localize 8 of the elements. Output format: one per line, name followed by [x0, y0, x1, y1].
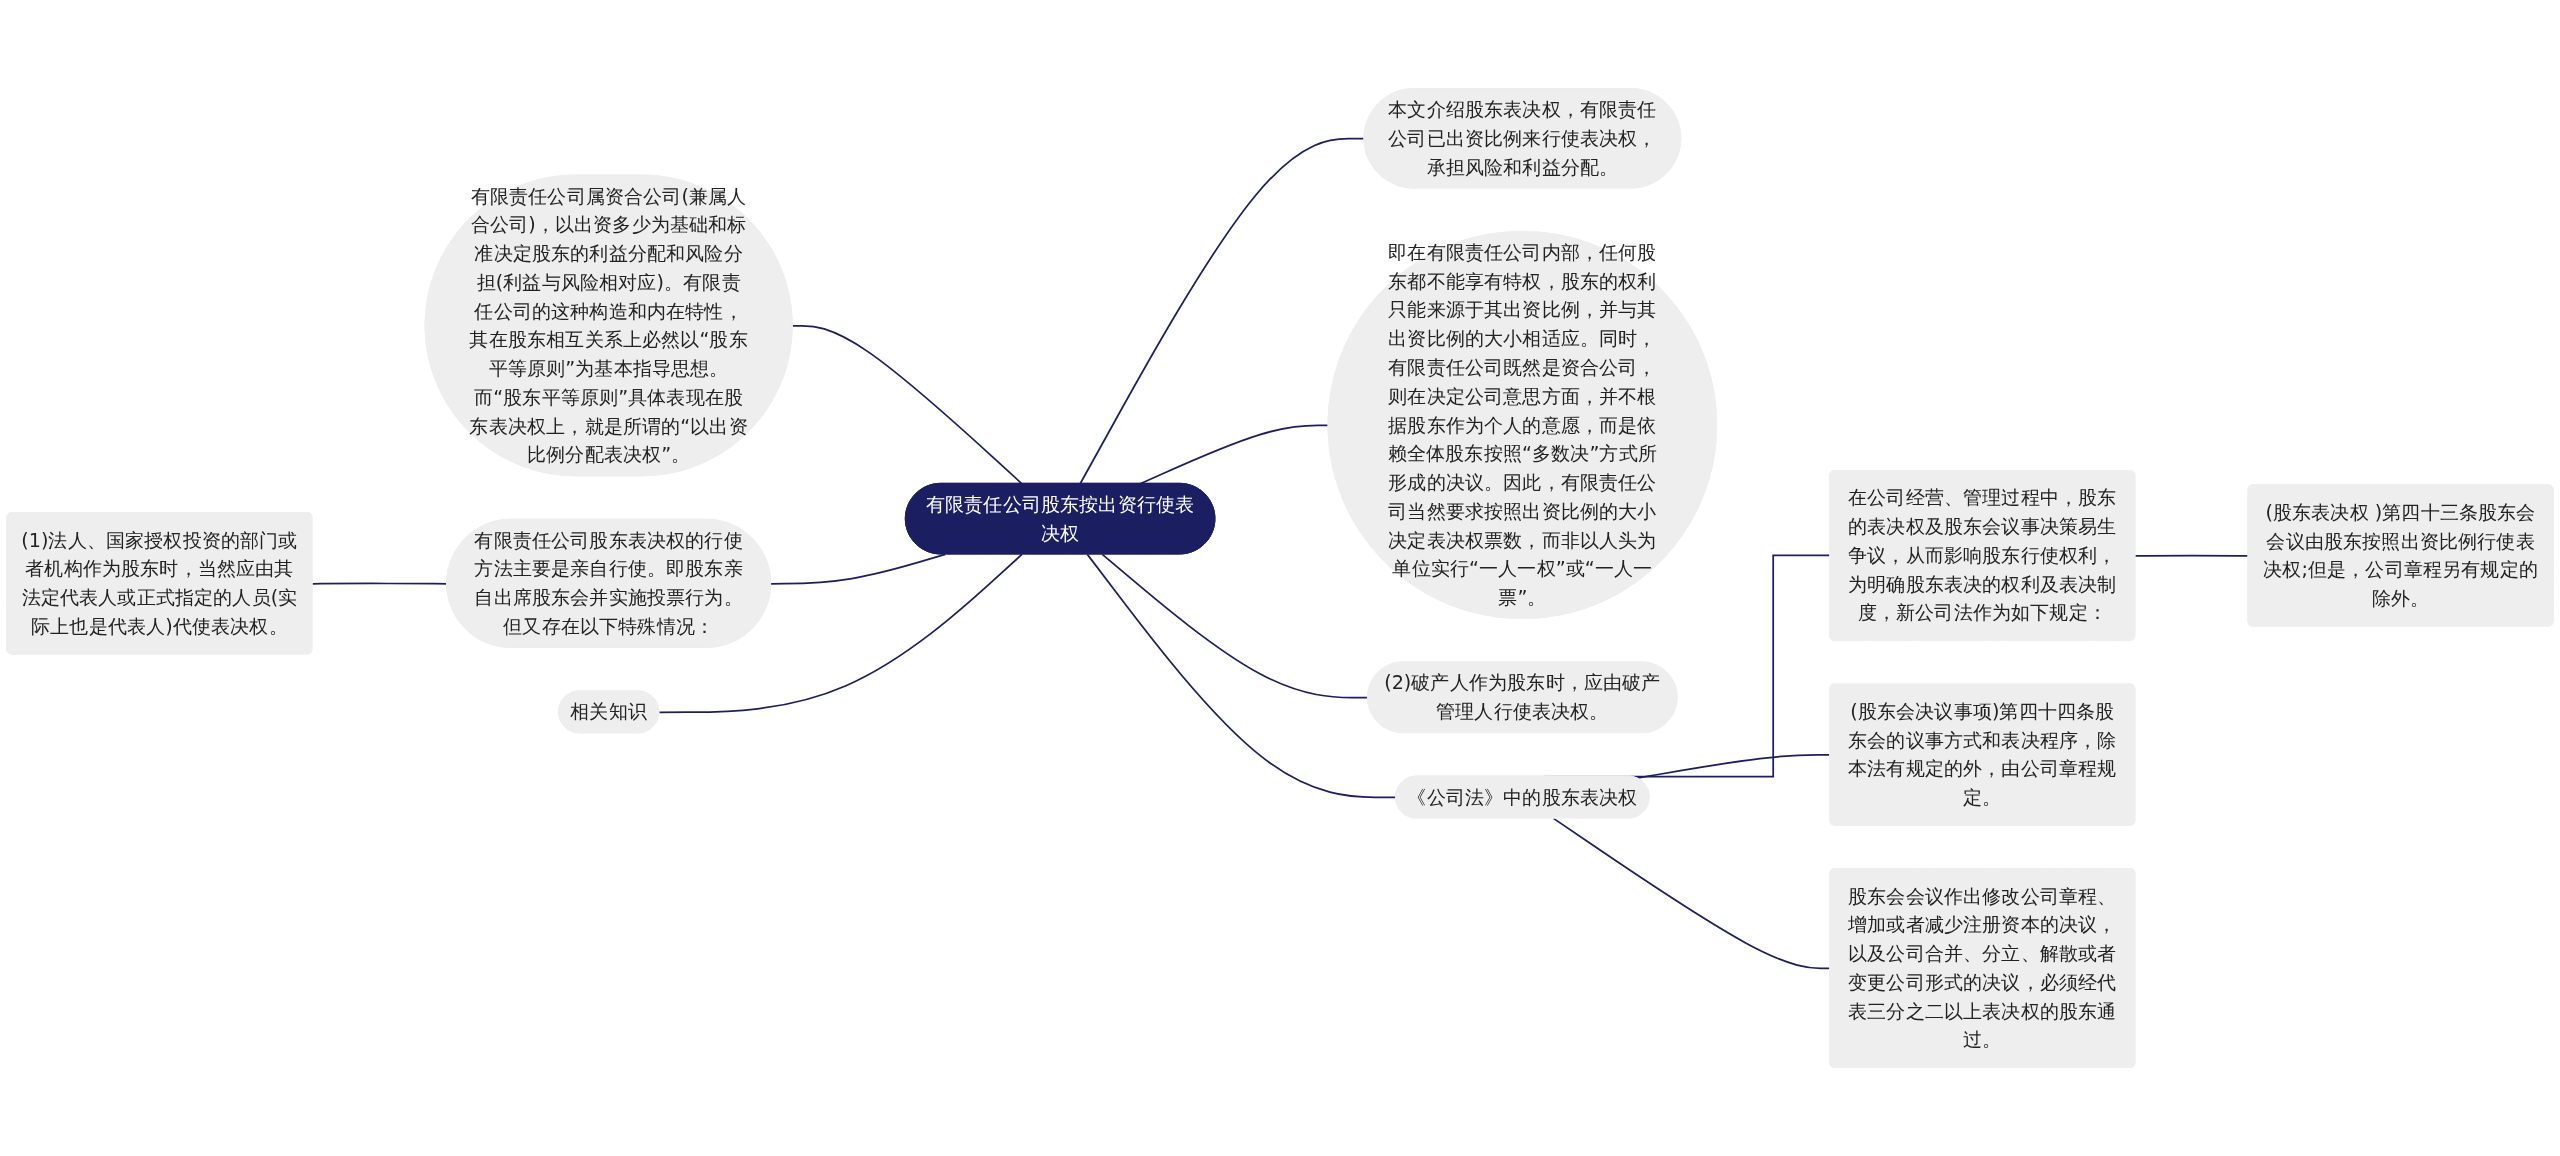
connector [1101, 553, 1369, 699]
connector [1086, 553, 1397, 799]
connector [658, 553, 1023, 714]
connector [770, 553, 947, 585]
connector [2134, 554, 2250, 557]
connector [1079, 137, 1366, 485]
connector [1139, 424, 1330, 485]
connector [791, 324, 1023, 485]
